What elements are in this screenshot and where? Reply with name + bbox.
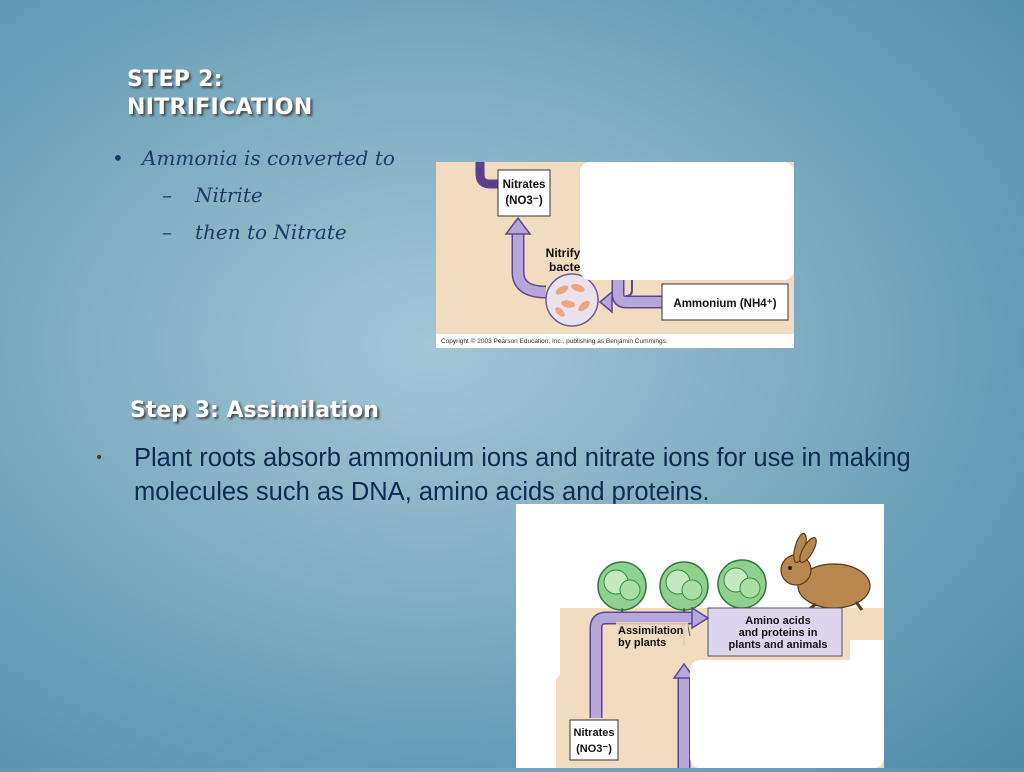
assimilation-text: Plant roots absorb ammonium ions and nit… (134, 444, 911, 506)
masked-area (580, 162, 794, 280)
rabbit-illustration (780, 532, 871, 612)
assimilation-heading: Step 3: Assimilation (130, 398, 379, 423)
copyright-text: Copyright © 2003 Pearson Education, Inc.… (441, 337, 668, 345)
sub-bullet-nitrate: – then to Nitrate (112, 218, 395, 255)
bullet-ammonia-text: Ammonia is converted to (142, 146, 395, 170)
cabbage-plant-2 (659, 561, 709, 646)
assimilation-label-2: by plants (618, 637, 666, 649)
cabbage-plant-3 (717, 559, 767, 609)
amino-label-1: Amino acids (745, 615, 810, 627)
sub-bullet-nitrite-text: Nitrite (195, 183, 263, 207)
nitrates-box-2 (569, 719, 619, 761)
arrow-in-fill (613, 280, 662, 307)
ammonium-box (661, 283, 789, 321)
amino-acids-box (707, 607, 843, 657)
dash-mark: – (162, 183, 172, 207)
bullet-dot: • (112, 146, 124, 170)
assimilation-arrow-fill (591, 613, 692, 718)
nitrification-bullets: • Ammonia is converted to – Nitrite – th… (112, 144, 395, 255)
bullet-ammonia: • Ammonia is converted to (112, 144, 395, 181)
nitrates-formula-2: (NO3⁻) (576, 743, 612, 755)
nitrates-box (497, 169, 551, 217)
masked-area-left (516, 504, 560, 680)
nitrates-label: Nitrates (503, 179, 546, 191)
arrow-up-fill (513, 232, 547, 297)
title-line-1: STEP 2: (127, 67, 223, 92)
nitrates-label-2: Nitrates (574, 727, 615, 739)
cabbage-plant-1 (597, 561, 647, 644)
arrow-in-head (598, 290, 613, 314)
sub-bullet-nitrite: – Nitrite (112, 181, 395, 218)
nitrates-formula: (NO3⁻) (505, 195, 543, 207)
sub-bullet-nitrate-text: then to Nitrate (195, 220, 347, 244)
arrow-up-head (504, 216, 532, 235)
assimilation-label-1: Assimilation (618, 625, 684, 637)
assimilation-diagram: Amino acids and proteins in plants and a… (516, 504, 884, 768)
assimilation-bullet-dot: • (95, 450, 104, 466)
amino-label-3: plants and animals (728, 639, 827, 651)
ammonium-label: Ammonium (NH4⁺) (673, 298, 776, 310)
title-line-2: NITRIFICATION (127, 95, 313, 120)
bacteria-cell (545, 273, 599, 327)
nitrification-diagram: Nitrates (NO3⁻) Nitrifying bacteria Ammo… (436, 162, 794, 348)
amino-label-2: and proteins in (739, 627, 818, 639)
dark-arrow-top (475, 162, 498, 189)
assimilation-arrow-head (691, 606, 710, 630)
dash-mark: – (162, 220, 172, 244)
slide-title: STEP 2: NITRIFICATION (127, 66, 313, 122)
masked-area-bottom-right (690, 660, 884, 768)
